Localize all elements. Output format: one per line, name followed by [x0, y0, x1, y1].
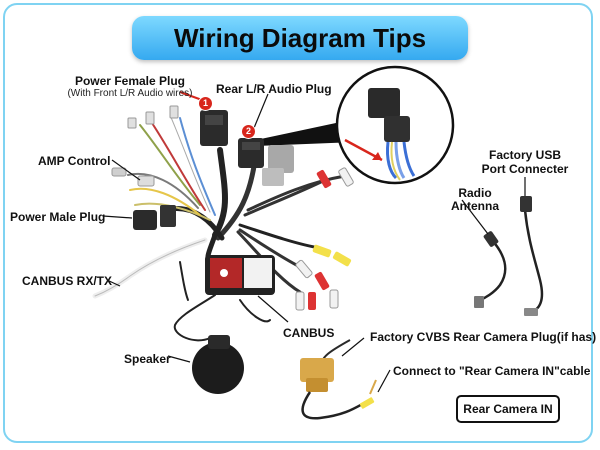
zoom-callout-wedge [256, 120, 356, 146]
factory-cvbs-plug [300, 339, 377, 420]
badge-plug-2: 2 [241, 124, 256, 139]
label-amp-control: AMP Control [38, 154, 111, 168]
power-male-plug-connector [133, 205, 176, 230]
page-frame [3, 3, 593, 443]
speaker-device [192, 335, 244, 394]
label-factory-usb-line2: Port Connecter [481, 162, 569, 176]
antenna-usb-cables [474, 196, 544, 316]
label-power-male-plug: Power Male Plug [10, 210, 106, 224]
label-canbus: CANBUS [283, 326, 335, 340]
rear-camera-in-box: Rear Camera IN [456, 395, 560, 423]
label-rear-audio-plug: Rear L/R Audio Plug [216, 82, 332, 96]
zoom-plug-detail [344, 88, 416, 181]
rca-plugs [295, 167, 354, 311]
label-factory-usb-line1: Factory USB [488, 148, 562, 162]
label-leaders [102, 93, 526, 393]
badge-plug-1: 1 [198, 96, 213, 111]
title-banner: Wiring Diagram Tips [132, 16, 468, 60]
page-title: Wiring Diagram Tips [173, 23, 427, 53]
rear-camera-in-label: Rear Camera IN [463, 402, 553, 416]
canbus-module [205, 255, 275, 295]
label-connect-rear-camera: Connect to "Rear Camera IN"cable [393, 364, 591, 378]
rear-audio-plug-connector [238, 138, 264, 168]
label-canbus-rx-tx: CANBUS RX/TX [22, 274, 113, 288]
label-speaker: Speaker [124, 352, 171, 366]
label-power-female-plug: Power Female Plug [74, 74, 186, 88]
harness-bundle [92, 114, 347, 342]
amp-control-connectors [111, 105, 179, 187]
power-female-plug-connector [200, 110, 228, 146]
label-radio-antenna-line1: Radio [458, 186, 492, 200]
label-power-female-plug-sub: (With Front L/R Audio wires) [67, 88, 193, 99]
label-radio-antenna-line2: Antenna [451, 199, 499, 213]
label-factory-cvbs: Factory CVBS Rear Camera Plug(if has) [370, 330, 597, 344]
grey-plug-connectors [262, 145, 294, 186]
